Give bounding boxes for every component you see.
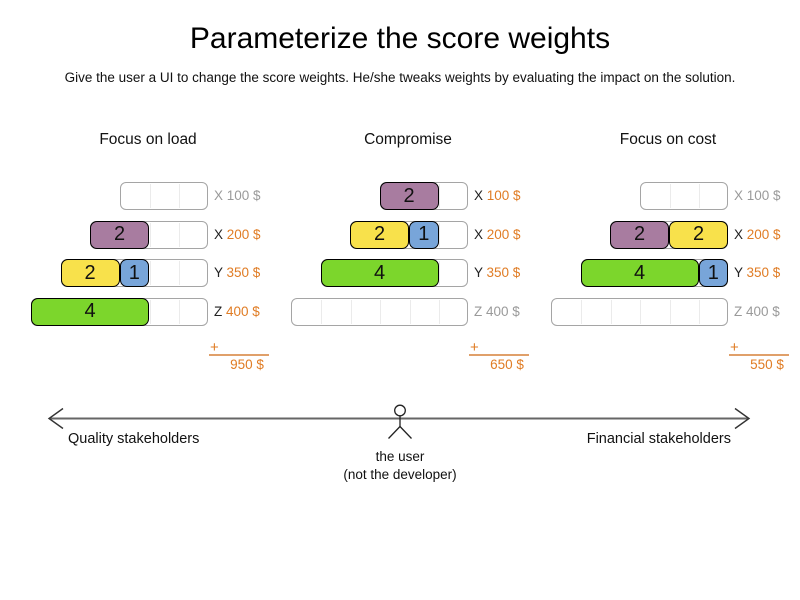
segment-divider bbox=[640, 299, 641, 324]
row-label: Z 400 $ bbox=[474, 304, 520, 319]
resource-letter: X bbox=[474, 188, 487, 203]
weight-block-purple: 2 bbox=[610, 220, 669, 249]
segment-divider bbox=[439, 184, 440, 208]
segment-divider bbox=[149, 299, 151, 324]
resource-letter: Y bbox=[474, 265, 487, 280]
resource-cost: 350 $ bbox=[226, 265, 261, 280]
weight-block-yellow: 2 bbox=[60, 259, 120, 287]
resource-letter: X bbox=[734, 188, 747, 203]
resource-letter: Z bbox=[474, 303, 486, 319]
segment-divider bbox=[610, 299, 612, 324]
resource-letter: Y bbox=[214, 265, 227, 280]
user-label: the user bbox=[375, 449, 425, 464]
sum-plus-icon: + bbox=[470, 339, 479, 356]
sum-total: 550 $ bbox=[750, 357, 784, 372]
sum-total: 950 $ bbox=[230, 357, 264, 372]
segment-divider bbox=[179, 222, 180, 247]
segment-divider bbox=[699, 299, 700, 324]
arrow-right-icon bbox=[734, 407, 751, 430]
resource-cost: 350 $ bbox=[746, 265, 781, 280]
resource-cost: 400 $ bbox=[226, 303, 260, 319]
segment-divider bbox=[581, 299, 582, 324]
row-label: X 200 $ bbox=[474, 227, 521, 242]
axis-label-financial-stakeholders: Financial stakeholders bbox=[586, 431, 731, 447]
resource-letter: X bbox=[474, 226, 487, 242]
segment-divider bbox=[439, 222, 440, 247]
resource-cost: 100 $ bbox=[486, 188, 521, 203]
segment-divider bbox=[321, 299, 322, 324]
row-label: X 100 $ bbox=[474, 188, 521, 203]
resource-letter: Y bbox=[734, 265, 747, 280]
user-stick-figure-icon bbox=[388, 404, 412, 439]
panel-title: Focus on cost bbox=[619, 131, 717, 148]
resource-cost: 200 $ bbox=[486, 226, 521, 242]
sum-total: 650 $ bbox=[490, 357, 524, 372]
resource-letter: X bbox=[214, 226, 227, 242]
segment-divider bbox=[669, 184, 671, 208]
row-label: Z 400 $ bbox=[734, 304, 780, 319]
page-subtitle: Give the user a UI to change the score w… bbox=[64, 70, 736, 85]
resource-cost: 350 $ bbox=[486, 265, 521, 280]
resource-cost: 200 $ bbox=[746, 226, 781, 242]
row-label: X 100 $ bbox=[214, 188, 261, 203]
weight-box bbox=[291, 297, 468, 326]
weight-box bbox=[639, 182, 728, 210]
axis-label-quality-stakeholders: Quality stakeholders bbox=[68, 431, 200, 447]
weight-block-purple: 2 bbox=[90, 220, 149, 249]
sum-line bbox=[209, 353, 269, 356]
weight-block-green: 4 bbox=[31, 297, 149, 326]
resource-cost: 400 $ bbox=[486, 303, 520, 319]
segment-divider bbox=[149, 222, 151, 247]
segment-divider bbox=[699, 184, 700, 208]
weight-block-blue: 1 bbox=[409, 220, 439, 249]
panel-title: Focus on load bbox=[99, 131, 197, 148]
weight-block-yellow: 2 bbox=[669, 220, 728, 249]
weight-block-blue: 1 bbox=[698, 259, 728, 287]
segment-divider bbox=[179, 299, 180, 324]
resource-cost: 400 $ bbox=[746, 303, 780, 319]
segment-divider bbox=[409, 299, 411, 324]
row-label: X 200 $ bbox=[214, 227, 261, 242]
sum-line bbox=[729, 353, 789, 356]
row-label: Y 350 $ bbox=[474, 265, 520, 280]
weight-box bbox=[551, 297, 728, 326]
weight-box bbox=[119, 182, 208, 210]
resource-cost: 100 $ bbox=[226, 188, 261, 203]
resource-letter: X bbox=[214, 188, 227, 203]
user-sublabel: (not the developer) bbox=[343, 467, 457, 482]
row-label: Y 350 $ bbox=[214, 265, 260, 280]
resource-letter: Z bbox=[214, 303, 226, 319]
segment-divider bbox=[380, 299, 381, 324]
resource-letter: X bbox=[734, 226, 747, 242]
row-label: Z 400 $ bbox=[214, 304, 260, 319]
arrow-left-icon bbox=[47, 407, 64, 430]
stakeholder-axis bbox=[47, 404, 751, 439]
row-label: Y 350 $ bbox=[734, 265, 780, 280]
row-label: X 100 $ bbox=[734, 188, 781, 203]
segment-divider bbox=[439, 261, 440, 285]
weight-block-green: 4 bbox=[320, 259, 439, 287]
segment-divider bbox=[669, 299, 671, 324]
sum-plus-icon: + bbox=[210, 339, 219, 356]
sum-plus-icon: + bbox=[730, 339, 739, 356]
segment-divider bbox=[350, 299, 352, 324]
row-label: X 200 $ bbox=[734, 227, 781, 242]
segment-divider bbox=[149, 184, 151, 208]
weight-block-yellow: 2 bbox=[350, 220, 409, 249]
resource-letter: Z bbox=[734, 303, 746, 319]
segment-divider bbox=[179, 184, 180, 208]
segment-divider bbox=[149, 261, 151, 285]
resource-cost: 200 $ bbox=[226, 226, 261, 242]
weight-block-blue: 1 bbox=[119, 259, 149, 287]
segment-divider bbox=[179, 261, 180, 285]
weight-block-green: 4 bbox=[580, 259, 699, 287]
page-title: Parameterize the score weights bbox=[189, 22, 611, 55]
resource-cost: 100 $ bbox=[746, 188, 781, 203]
sum-line bbox=[469, 353, 529, 356]
weight-block-purple: 2 bbox=[379, 182, 439, 210]
panel-title: Compromise bbox=[364, 131, 452, 148]
segment-divider bbox=[439, 299, 440, 324]
